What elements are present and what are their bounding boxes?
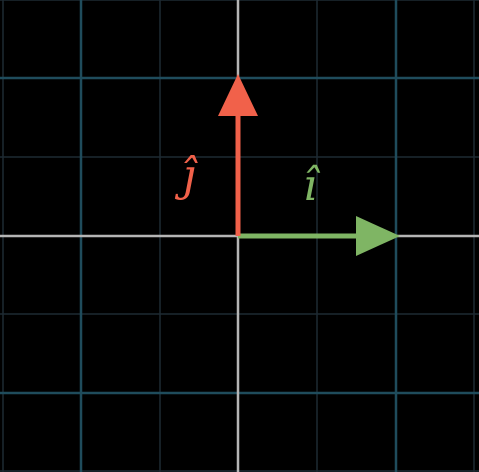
- i-hat-arrowhead: [356, 216, 400, 256]
- i-hat-label: î: [303, 160, 321, 211]
- i-hat-vector: [238, 216, 400, 256]
- j-hat-arrowhead: [218, 74, 258, 116]
- j-hat-vector: [218, 74, 258, 236]
